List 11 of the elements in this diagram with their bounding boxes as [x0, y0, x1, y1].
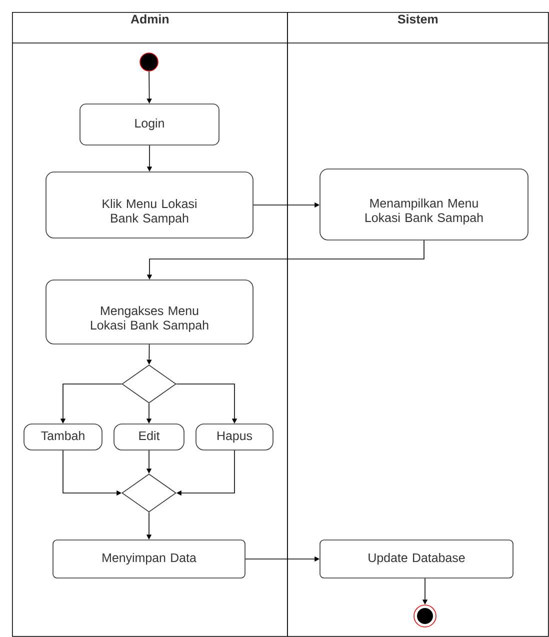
activity-box: Menyimpan Data [52, 540, 246, 578]
activity-box: Hapus [196, 424, 274, 450]
activity-box: Klik Menu Lokasi Bank Sampah [46, 172, 254, 238]
end-node [414, 604, 436, 628]
activity-box: Tambah [24, 424, 102, 450]
activity-box: Mengakses Menu Lokasi Bank Sampah [46, 280, 254, 344]
start-node [140, 52, 158, 72]
activity-box: Login [80, 104, 220, 146]
activity-box: Update Database [320, 540, 514, 578]
activity-box: Menampilkan Menu Lokasi Bank Sampah [320, 168, 528, 240]
activity-box: Edit [114, 424, 184, 450]
